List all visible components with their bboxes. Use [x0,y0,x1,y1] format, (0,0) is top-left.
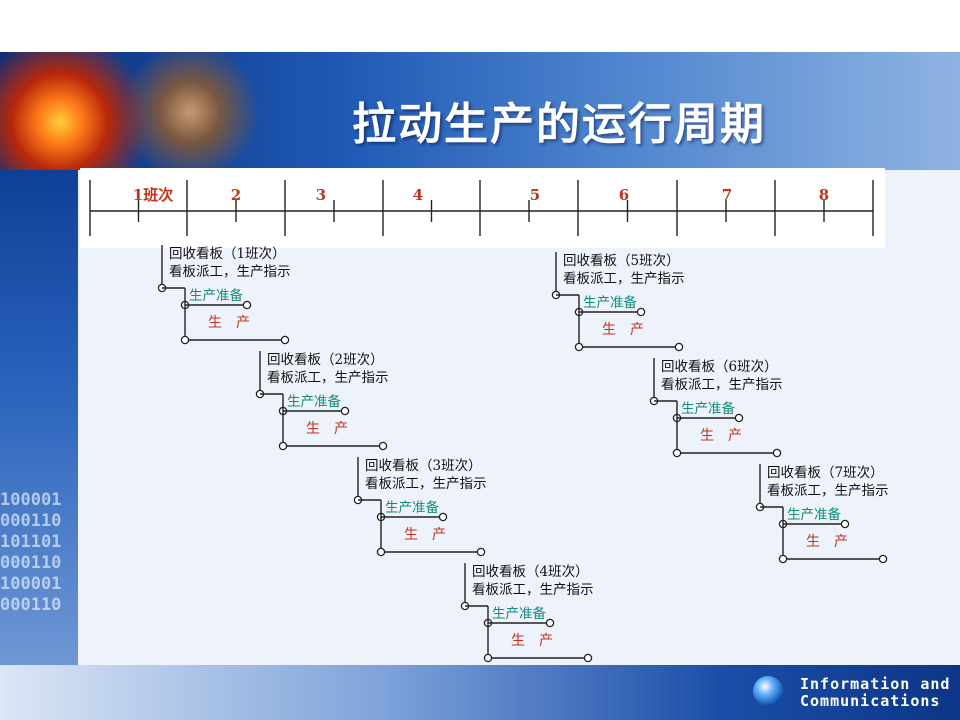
kanban-recover-label: 回收看板（3班次） [365,458,482,474]
content-panel [78,170,960,665]
timeline-label: 6 [619,186,629,204]
timeline-label: 7 [722,186,732,204]
production-label: 生 产 [511,633,553,649]
globe-icon [753,676,783,706]
timeline-label: 5 [530,186,540,204]
kanban-dispatch-label: 看板派工，生产指示 [472,582,594,598]
brand-line-1: Information and [800,675,951,693]
timeline-label: 2 [231,186,241,204]
production-label: 生 产 [404,527,446,543]
timeline-label: 4 [413,186,423,204]
step-node [180,335,190,345]
step-node [734,413,744,423]
left-decor-band [0,170,78,665]
step-node [476,547,486,557]
timeline-box [80,168,885,248]
step-node [483,653,493,663]
step-node [438,512,448,522]
step-node [878,554,888,564]
step-node [378,441,388,451]
binary-row: 000110 [0,595,62,615]
kanban-recover-label: 回收看板（7班次） [767,465,884,481]
binary-row: 100001 [0,490,62,510]
step-node [672,448,682,458]
binary-row: 000110 [0,511,62,531]
prep-label: 生产准备 [287,393,341,410]
prep-label: 生产准备 [583,294,637,311]
timeline-label: 1班次 [133,186,173,204]
kanban-dispatch-label: 看板派工，生产指示 [661,377,783,393]
brand-line-2: Communications [800,692,941,710]
step-node [574,342,584,352]
step-node [340,406,350,416]
step-node [376,547,386,557]
binary-row: 000110 [0,553,62,573]
binary-row: 101101 [0,532,62,552]
kanban-recover-label: 回收看板（4班次） [472,564,589,580]
production-label: 生 产 [700,428,742,444]
kanban-dispatch-label: 看板派工，生产指示 [767,483,889,499]
page-title: 拉动生产的运行周期 [352,99,766,150]
kanban-recover-label: 回收看板（1班次） [169,246,286,262]
production-label: 生 产 [602,322,644,338]
production-label: 生 产 [806,534,848,550]
step-node [545,618,555,628]
binary-decoration: 100001 000110 101101 000110 100001 00011… [0,490,78,616]
kanban-dispatch-label: 看板派工，生产指示 [563,271,685,287]
prep-label: 生产准备 [385,499,439,516]
kanban-recover-label: 回收看板（5班次） [563,253,680,269]
binary-row: 100001 [0,574,62,594]
kanban-recover-label: 回收看板（2班次） [267,352,384,368]
timeline-label: 8 [819,186,829,204]
step-node [280,335,290,345]
step-node [778,554,788,564]
prep-label: 生产准备 [681,400,735,417]
step-node [242,300,252,310]
prep-label: 生产准备 [189,287,243,304]
prep-label: 生产准备 [787,506,841,523]
production-label: 生 产 [306,421,348,437]
kanban-dispatch-label: 看板派工，生产指示 [169,264,291,280]
prep-label: 生产准备 [492,605,546,622]
kanban-recover-label: 回收看板（6班次） [661,359,778,375]
step-node [840,519,850,529]
production-label: 生 产 [208,315,250,331]
step-node [674,342,684,352]
brand-logo-text: Information and Communications [800,676,950,710]
kanban-dispatch-label: 看板派工，生产指示 [365,476,487,492]
footer-bar [0,665,960,720]
step-node [583,653,593,663]
timeline-label: 3 [316,186,326,204]
banner-artwork [0,52,260,170]
step-node [278,441,288,451]
step-node [636,307,646,317]
kanban-dispatch-label: 看板派工，生产指示 [267,370,389,386]
step-node [772,448,782,458]
